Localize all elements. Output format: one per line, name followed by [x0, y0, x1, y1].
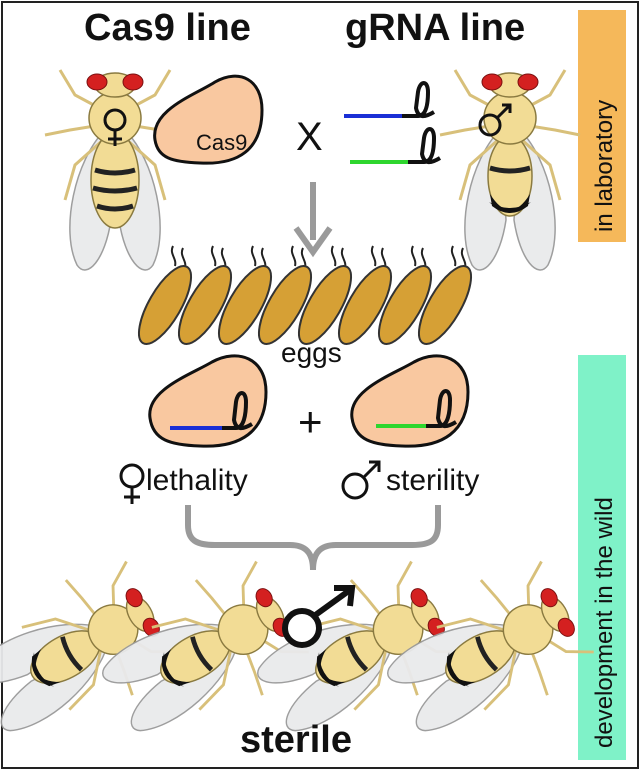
egg-row [128, 245, 482, 353]
male-symbol-icon [478, 103, 512, 137]
sterile-male-fly-icon [370, 549, 601, 759]
cas9-line-title: Cas9 line [84, 7, 251, 49]
eggs-label: eggs [281, 337, 342, 368]
down-arrow-icon [293, 182, 333, 258]
cas9-blue-complex-icon [148, 354, 268, 448]
sterility-label: sterility [386, 464, 479, 497]
sterile-label: sterile [240, 719, 352, 761]
male-symbol-icon [341, 460, 381, 500]
cas9-green-complex-icon [350, 354, 470, 448]
female-symbol-icon [103, 108, 127, 146]
grna-line-title: gRNA line [345, 7, 525, 49]
cross-symbol: X [296, 115, 323, 159]
female-symbol-icon [119, 463, 145, 504]
plus-symbol: + [298, 398, 323, 445]
male-fly-icon [440, 70, 580, 270]
male-symbol-icon [282, 585, 356, 648]
female-fly-icon [45, 70, 185, 270]
wild-band [578, 355, 626, 760]
grna-blue-icon [344, 81, 436, 119]
lethality-label: lethality [146, 464, 248, 497]
lab-band [578, 10, 626, 242]
grna-green-icon [350, 127, 442, 165]
merge-brace [185, 505, 441, 571]
in-laboratory-label: in laboratory [591, 100, 618, 232]
development-in-the-wild-label: development in the wild [591, 497, 618, 748]
cas9-protein-icon [153, 74, 264, 165]
cas9-protein-label: Cas9 [196, 130, 247, 155]
